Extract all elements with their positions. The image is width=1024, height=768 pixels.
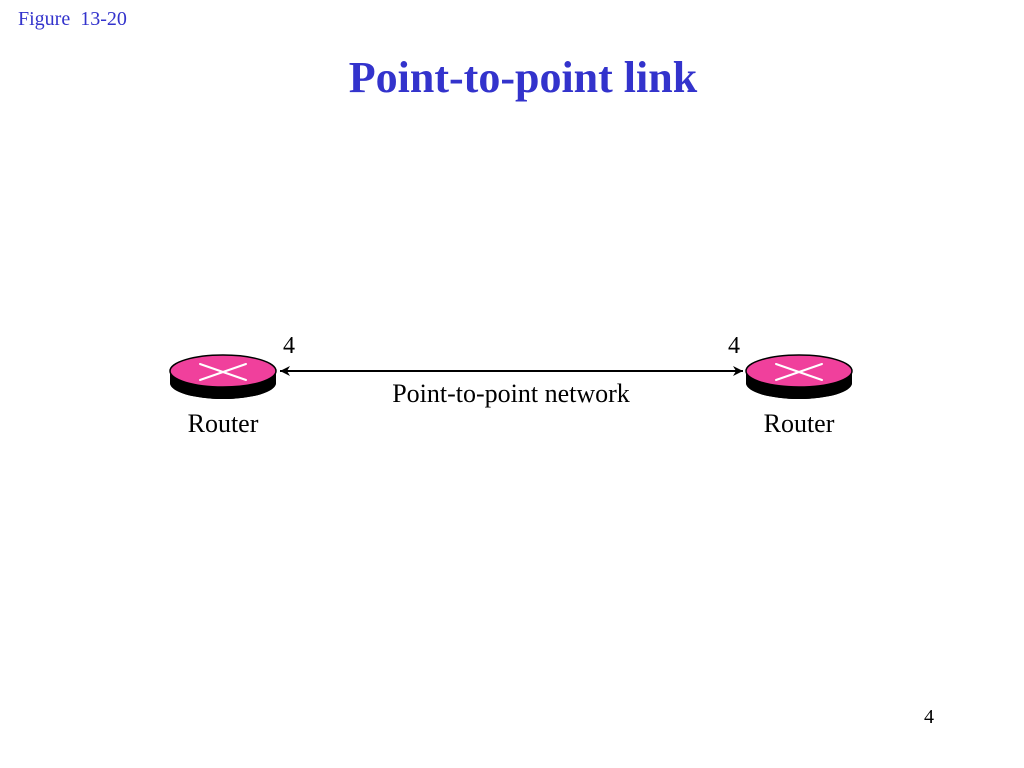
page-number: 4 <box>924 706 934 728</box>
router-left <box>169 354 277 399</box>
router-cross-icon <box>199 363 247 381</box>
interface-number-left: 4 <box>283 333 295 359</box>
page-title: Point-to-point link <box>348 53 698 102</box>
figure-label: Figure 13-20 <box>18 8 127 30</box>
router-cross-icon <box>775 363 823 381</box>
interface-number-right: 4 <box>728 333 740 359</box>
router-right-label: Router <box>764 409 835 438</box>
router-left-label: Router <box>188 409 259 438</box>
link-label: Point-to-point network <box>392 379 630 408</box>
router-right <box>745 354 853 399</box>
